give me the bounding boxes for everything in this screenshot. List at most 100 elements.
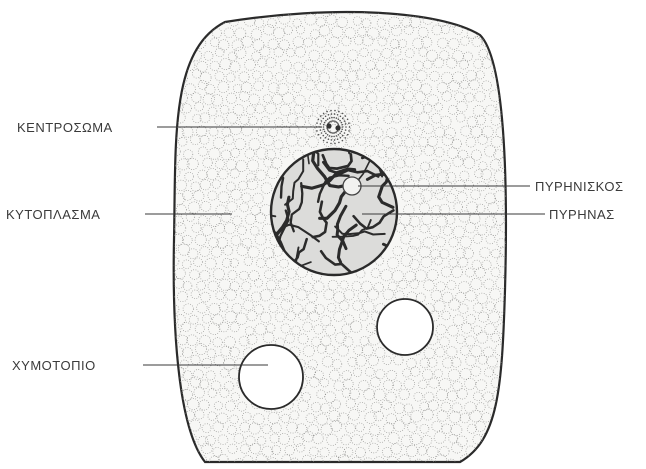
vacuole: [239, 345, 303, 409]
centrosome-ray-dot: [321, 132, 323, 134]
centrosome-ray-dot: [337, 114, 339, 116]
cytoplasm-granule: [164, 444, 175, 455]
centrosome-ray-dot: [334, 143, 336, 145]
centrosome-ray-dot: [340, 137, 342, 139]
cytoplasm-granule: [515, 115, 526, 126]
cytoplasm-granule: [520, 412, 529, 421]
centrosome-ray-dot: [331, 117, 333, 119]
cytoplasm-granule: [520, 105, 530, 115]
cytoplasm-granule: [507, 16, 518, 27]
cytoplasm-granule: [171, 455, 181, 465]
centrosome-ray-dot: [338, 134, 340, 136]
centrosome-ray-dot: [341, 122, 343, 124]
cytoplasm-granule: [505, 390, 516, 401]
cytoplasm-granule: [519, 344, 529, 354]
cytoplasm-granule: [202, 6, 212, 16]
cytoplasm-granule: [506, 172, 515, 181]
centrosome-ray-dot: [330, 143, 332, 145]
cytoplasm-granule: [461, 16, 470, 25]
cytoplasm-granule: [518, 280, 527, 289]
cytoplasm-granule: [188, 6, 199, 17]
centrosome-ray-dot: [325, 120, 327, 122]
centrosome-ray-dot: [333, 132, 335, 134]
cytoplasm-granule: [172, 411, 182, 421]
centrosome-ray-dot: [332, 120, 334, 122]
cytoplasm-granule: [516, 313, 525, 322]
cytoplasm-granule: [507, 190, 516, 199]
centrosome-ray-dot: [334, 139, 336, 141]
cytoplasm-granule: [482, 458, 491, 467]
cytoplasm-label: ΚΥΤΟΠΛΑΣΜΑ: [6, 207, 100, 222]
cytoplasm-granule: [168, 400, 177, 409]
centrosome-ray-dot: [316, 122, 318, 124]
centrosome-ray-dot: [340, 116, 342, 118]
cytoplasm-granule: [166, 72, 177, 83]
centrosome-ray-dot: [342, 113, 344, 115]
cytoplasm-granule: [519, 238, 528, 247]
cytoplasm-granule: [178, 27, 188, 37]
cytoplasm-granule: [503, 422, 512, 431]
cytoplasm-granule: [517, 215, 528, 226]
centrosome-ray-dot: [332, 132, 334, 134]
cytoplasm-granule: [512, 73, 521, 82]
centrosome-ray-dot: [323, 135, 325, 137]
cytoplasm-granule: [503, 70, 512, 79]
cytoplasm-granule: [163, 7, 172, 16]
cytoplasm-granule: [509, 61, 519, 71]
centrosome-ray-dot: [338, 111, 340, 113]
cytoplasm-granule: [464, 6, 474, 16]
cytoplasm-granule: [511, 336, 521, 346]
cytoplasm-granule: [508, 256, 519, 267]
centrosome-ray-dot: [320, 115, 322, 117]
centrosome-ray-dot: [333, 120, 335, 122]
cytoplasm-granule: [491, 3, 502, 14]
cytoplasm-granule: [166, 114, 177, 125]
cytoplasm-granule: [514, 162, 523, 171]
cytoplasm-granule: [190, 26, 201, 37]
centrosome-ray-dot: [342, 118, 344, 120]
centrosome-ray-dot: [341, 124, 343, 126]
cytoplasm-granule: [507, 104, 517, 114]
cytoplasm-granule: [491, 28, 501, 38]
centrosome-ray-dot: [331, 136, 333, 138]
cytoplasm-granule: [501, 27, 511, 37]
centrosome-ray-dot: [327, 118, 329, 120]
vacuole: [377, 299, 433, 355]
centrosome-ray-dot: [334, 132, 336, 134]
cytoplasm-granule: [297, 4, 306, 13]
cytoplasm-granule: [513, 140, 523, 150]
cytoplasm-granule: [503, 398, 514, 409]
cytoplasm-granule: [509, 302, 520, 313]
centrosome-ray-dot: [333, 136, 335, 138]
centriole: [335, 125, 340, 130]
cytoplasm-granule: [509, 412, 518, 421]
cytoplasm-granule: [498, 455, 507, 464]
centrosome-ray-dot: [327, 129, 329, 131]
cytoplasm-granule: [227, 7, 236, 16]
nucleolus-label: ΠΥΡΗΝΙΣΚΟΣ: [535, 179, 624, 194]
cytoplasm-granule: [431, 6, 441, 16]
cytoplasm-granule: [517, 257, 527, 267]
cytoplasm-granule: [483, 17, 494, 28]
cytoplasm-granule: [513, 249, 523, 259]
cytoplasm-granule: [455, 4, 466, 15]
cytoplasm-granule: [470, 453, 481, 464]
cytoplasm-granule: [167, 356, 176, 365]
centrosome-ray-dot: [338, 118, 340, 120]
centrosome-ray-dot: [327, 134, 329, 136]
centrosome-ray-dot: [348, 122, 350, 124]
centrosome-ray-dot: [336, 135, 338, 137]
centrosome-ray-dot: [348, 130, 350, 132]
centrosome-label: ΚΕΝΤΡΟΣΩΜΑ: [17, 120, 113, 135]
cytoplasm-granule: [183, 14, 194, 25]
centrosome-ray-dot: [341, 131, 343, 133]
cytoplasm-granule: [441, 5, 452, 16]
cytoplasm-granule: [497, 40, 506, 49]
cytoplasm-granule: [167, 380, 176, 389]
cytoplasm-granule: [512, 266, 523, 277]
cytoplasm-granule: [173, 84, 181, 92]
cytoplasm-granule: [495, 17, 504, 26]
cytoplasm-granule: [164, 160, 175, 171]
centrosome-ray-dot: [320, 137, 322, 139]
cytoplasm-granule: [514, 202, 525, 213]
